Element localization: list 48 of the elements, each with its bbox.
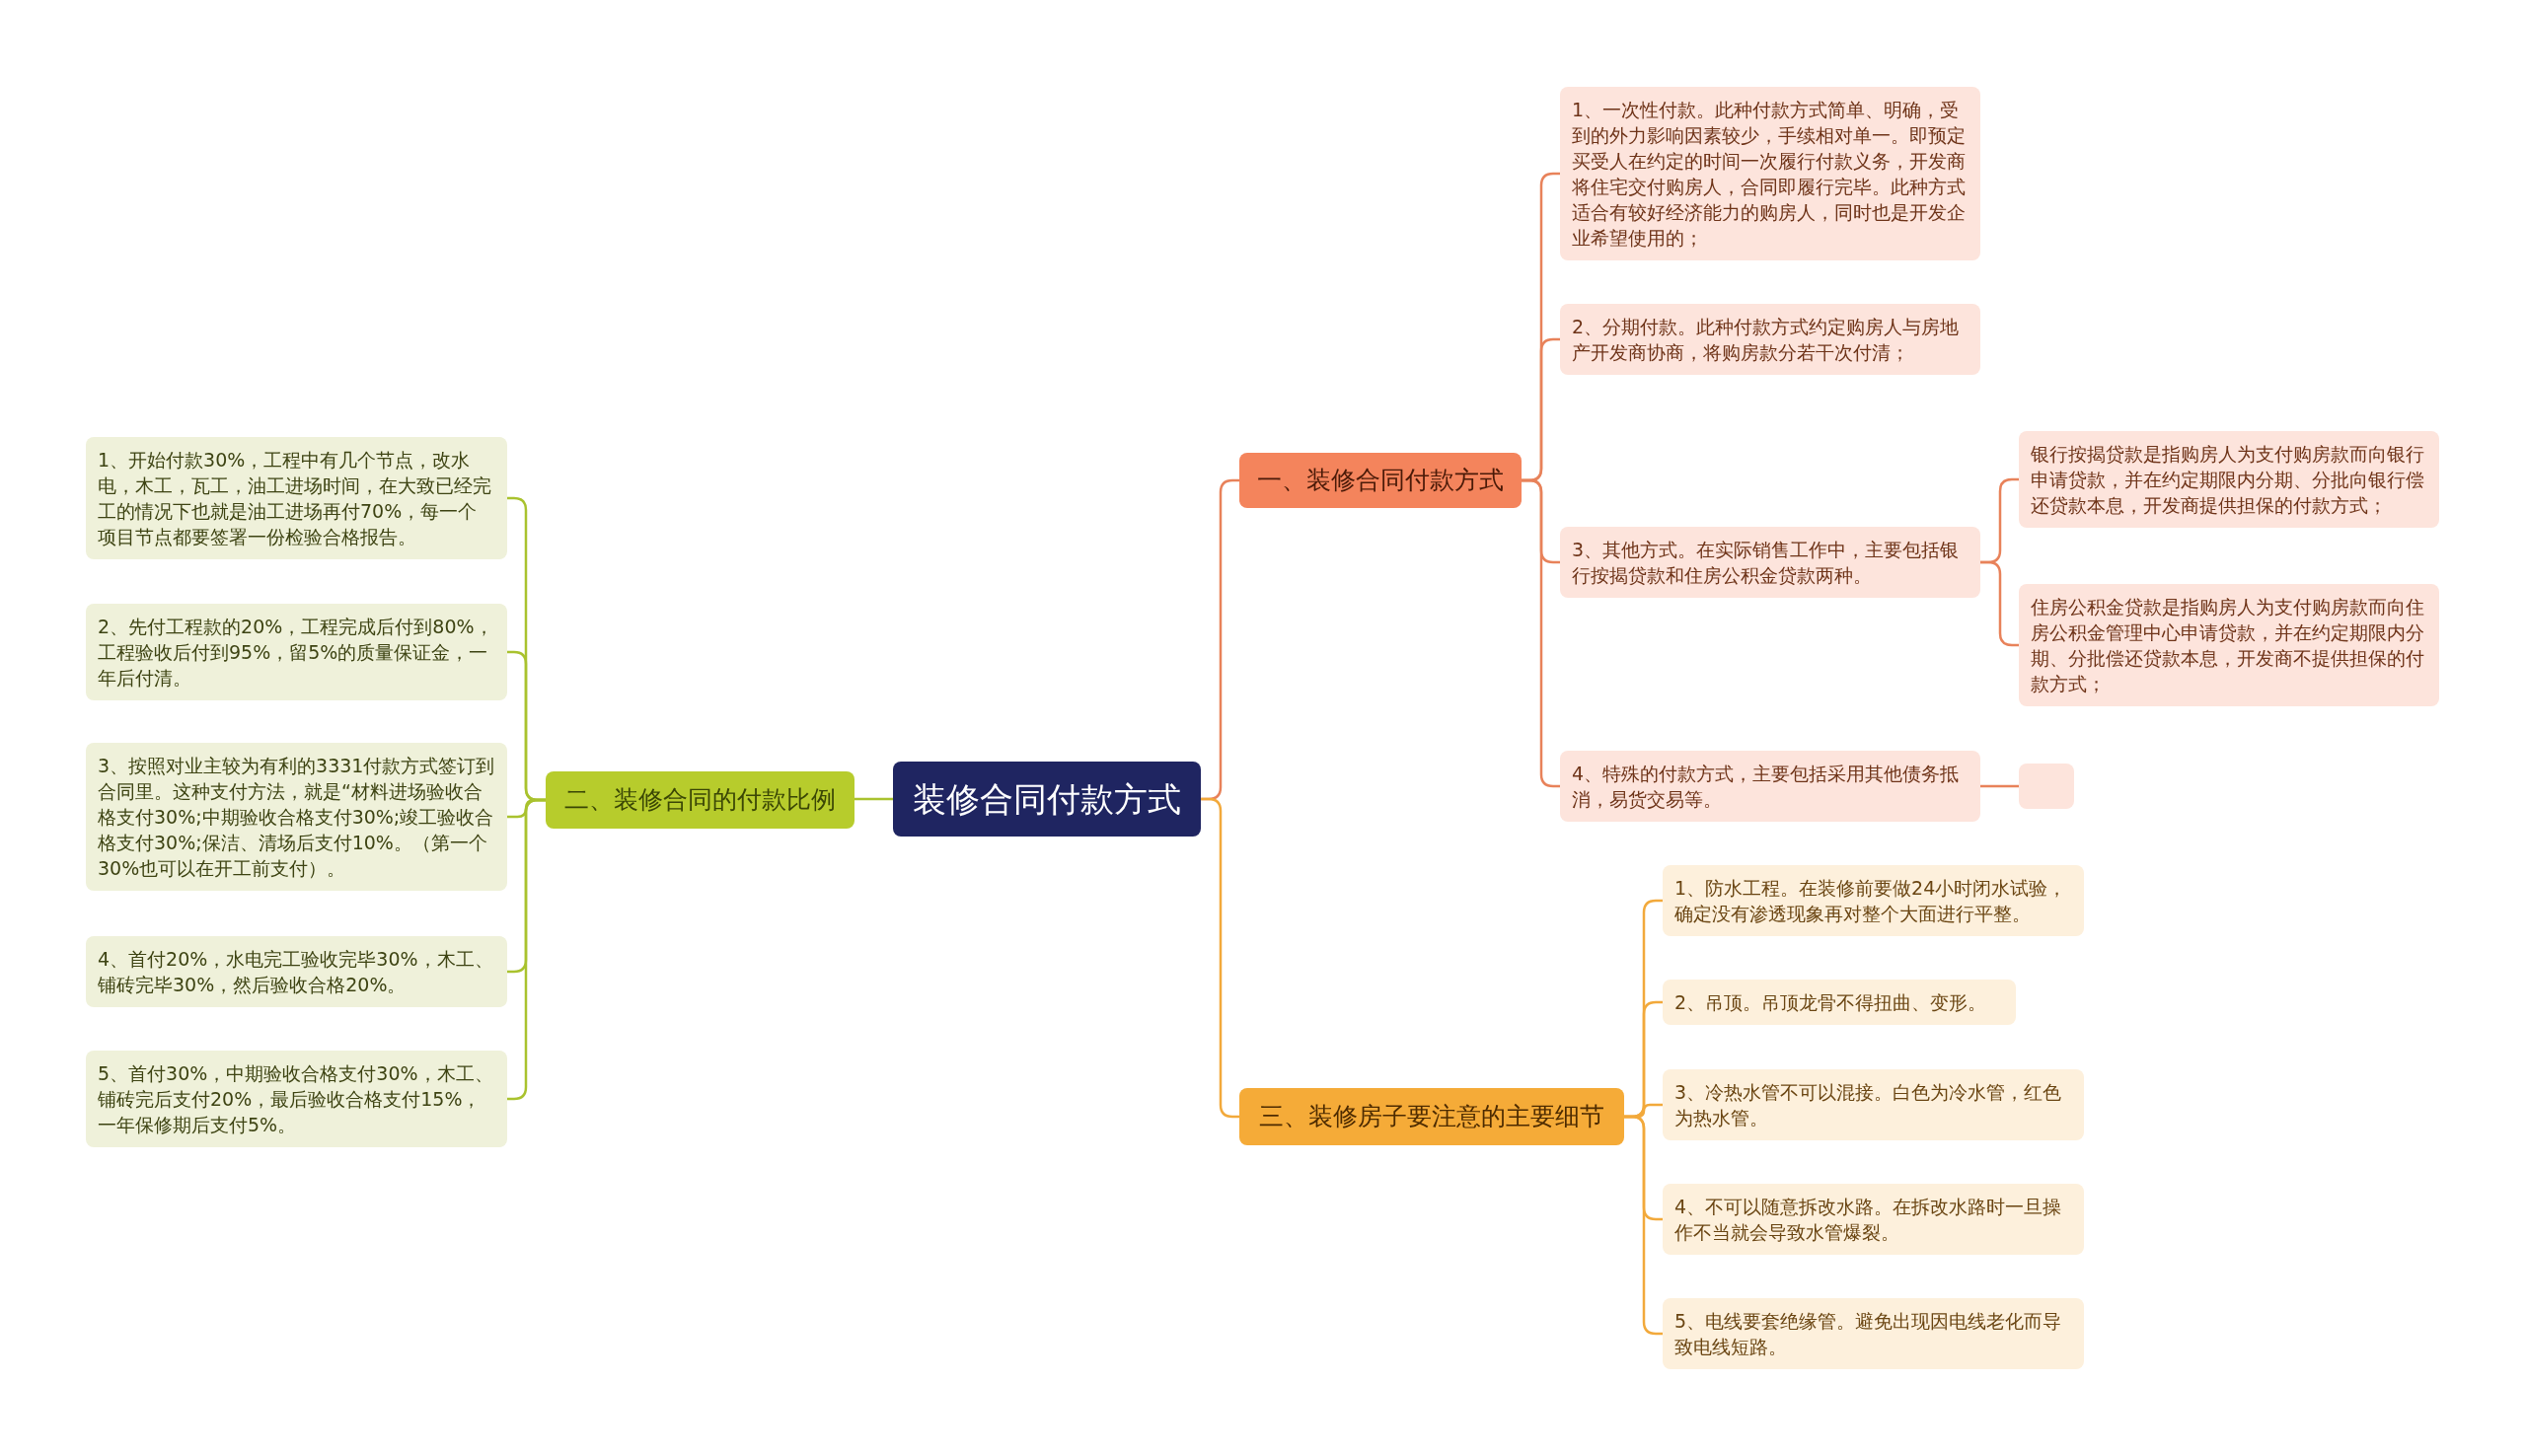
connector-line bbox=[854, 797, 893, 801]
connector-line bbox=[1624, 1115, 1663, 1336]
topic-text: 2、先付工程款的20%，工程完成后付到80%，工程验收后付到95%，留5%的质量保证金，一年后付清。 bbox=[98, 615, 494, 691]
topic-card bbox=[86, 743, 507, 891]
topic-text: 装修合同付款方式 bbox=[912, 778, 1182, 821]
topic-card bbox=[1560, 527, 1980, 598]
topic-card bbox=[1663, 1298, 2084, 1369]
connector-line bbox=[1980, 560, 2019, 647]
topic-card bbox=[1663, 1069, 2084, 1140]
topic-card bbox=[86, 1051, 507, 1147]
connector-line bbox=[1201, 797, 1239, 1119]
topic-text: 银行按揭贷款是指购房人为支付购房款而向银行申请贷款，并在约定期限内分期、分批向银行偿还贷款本息，开发商提供担保的付款方式； bbox=[2031, 442, 2425, 518]
topic-card bbox=[2019, 584, 2439, 706]
topic-card bbox=[86, 604, 507, 700]
topic-text: 1、防水工程。在装修前要做24小时闭水试验，确定没有渗透现象再对整个大面进行平整。 bbox=[1674, 876, 2068, 926]
topic-text: 住房公积金贷款是指购房人为支付购房款而向住房公积金管理中心申请贷款，并在约定期限内分期、分批偿还贷款本息，开发商不提供担保的付款方式； bbox=[2031, 595, 2425, 696]
connector-line bbox=[1980, 784, 2019, 788]
topic-text: 5、电线要套绝缘管。避免出现因电线老化而导致电线短路。 bbox=[1674, 1309, 2063, 1359]
topic-card bbox=[1663, 1184, 2084, 1255]
topic-text: 2、分期付款。此种付款方式约定购房人与房地产开发商协商，将购房款分若干次付清； bbox=[1572, 315, 1961, 365]
topic-text: 三、装修房子要注意的主要细节 bbox=[1258, 1101, 1605, 1132]
topic-text: 3、按照对业主较为有利的3331付款方式签订到合同里。这种支付方法，就是“材料进场验收合格支付30%;中期验收合格支付30%;竣工验收合格支付30%;保洁、清场后支付10%。（第一个30%也可以在开工前支付）。 bbox=[98, 754, 495, 881]
topic-text: 3、冷热水管不可以混接。白色为冷水管，红色为热水管。 bbox=[1674, 1080, 2063, 1130]
topic-card bbox=[1663, 865, 2084, 936]
branch-topic bbox=[1239, 1088, 1624, 1145]
topic-card bbox=[1560, 304, 1980, 375]
topic-card bbox=[1560, 751, 1980, 822]
topic-card bbox=[1663, 980, 2016, 1025]
connector-line bbox=[507, 798, 546, 1101]
topic-card bbox=[1560, 87, 1980, 260]
connector-line bbox=[1522, 478, 1560, 788]
branch-topic bbox=[546, 771, 854, 829]
topic-text: 1、开始付款30%，工程中有几个节点，改水电，木工，瓦工，油工进场时间，在大致已经完工的情况下也就是油工进场再付70%，每一个项目节点都要签署一份检验合格报告。 bbox=[98, 448, 492, 549]
topic-text: 一、装修合同付款方式 bbox=[1256, 465, 1505, 496]
topic-card bbox=[86, 936, 507, 1007]
topic-card bbox=[86, 437, 507, 559]
topic-text: 4、特殊的付款方式，主要包括采用其他债务抵消，易货交易等。 bbox=[1572, 762, 1961, 812]
topic-text: 2、吊顶。吊顶龙骨不得扭曲、变形。 bbox=[1674, 990, 1988, 1015]
topic-text: 1、一次性付款。此种付款方式简单、明确，受到的外力影响因素较少，手续相对单一。即预定买受人在约定的时间一次履行付款义务，开发商将住宅交付购房人，合同即履行完毕。此种方式适合有较好经济能力的购房人，同时也是开发企业希望使用的； bbox=[1572, 98, 1967, 251]
topic-text: 5、首付30%，中期验收合格支付30%，木工、铺砖完后支付20%，最后验收合格支付15%，一年保修期后支付5%。 bbox=[98, 1061, 494, 1137]
topic-text: 4、首付20%，水电完工验收完毕30%，木工、铺砖完毕30%，然后验收合格20%。 bbox=[98, 947, 494, 997]
branch-topic bbox=[1239, 453, 1522, 508]
topic-text: 二、装修合同的付款比例 bbox=[563, 784, 837, 816]
central-topic bbox=[893, 762, 1201, 837]
empty-topic-box bbox=[2019, 764, 2074, 809]
topic-card bbox=[2019, 431, 2439, 528]
topic-text: 3、其他方式。在实际销售工作中，主要包括银行按揭贷款和住房公积金贷款两种。 bbox=[1572, 538, 1961, 588]
topic-text: 4、不可以随意拆改水路。在拆改水路时一旦操作不当就会导致水管爆裂。 bbox=[1674, 1195, 2063, 1245]
